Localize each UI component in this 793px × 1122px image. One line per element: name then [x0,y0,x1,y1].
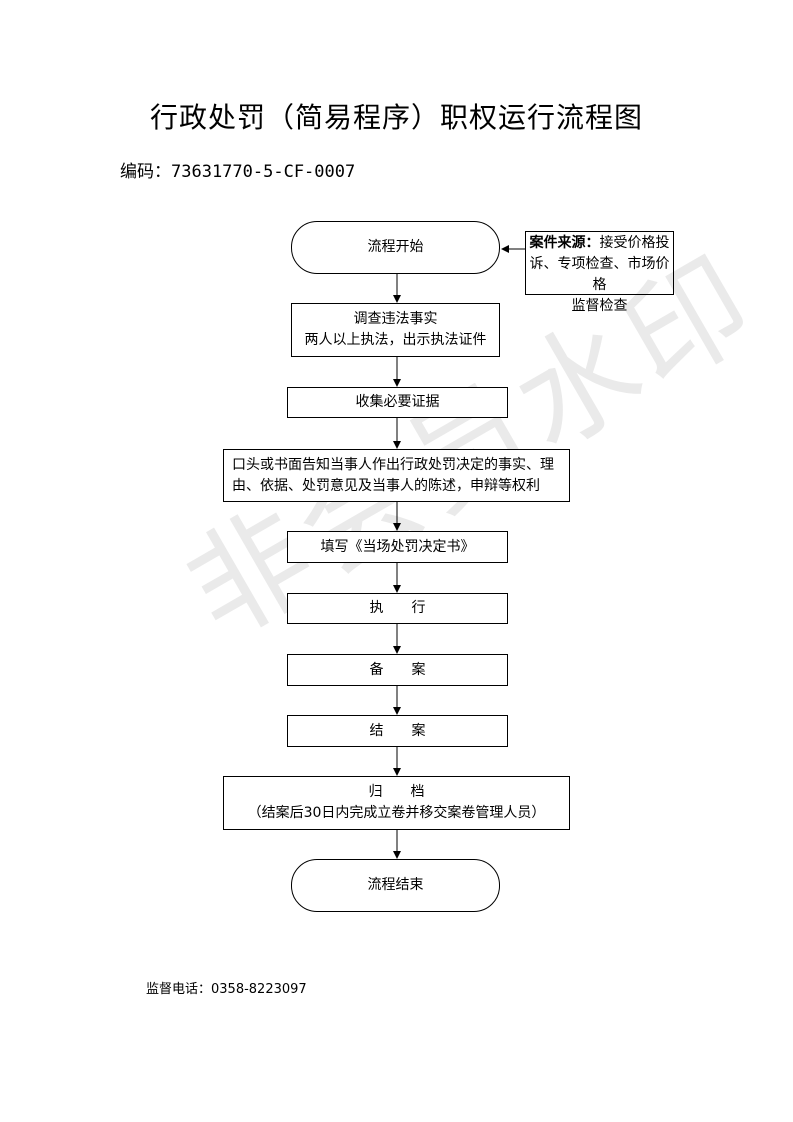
step-archive-line-1: 归 档 [368,784,425,800]
supervision-phone: 监督电话：0358-8223097 [146,982,307,997]
step-close-case-label: 结 案 [369,722,426,739]
step-archive: 归 档 （结案后30日内完成立卷并移交案卷管理人员） [223,776,570,830]
step-collect-evidence-label: 收集必要证据 [355,394,440,410]
step-execute: 执 行 [287,593,508,624]
step-investigate-line-2: 两人以上执法，出示执法证件 [304,332,487,348]
step-end: 流程结束 [291,859,500,912]
case-source-text-2: 诉、专项检查、市场价格 [529,256,670,293]
step-start: 流程开始 [291,221,500,274]
step-close-case: 结 案 [287,715,508,747]
step-execute-label: 执 行 [369,600,426,616]
document-code: 编码：73631770-5-CF-0007 [120,157,355,182]
step-notify: 口头或书面告知当事人作出行政处罚决定的事实、理 由、依据、处罚意见及当事人的陈述… [223,449,570,502]
step-archive-line-2: （结案后30日内完成立卷并移交案卷管理人员） [247,805,546,821]
document-code-value: 73631770-5-CF-0007 [171,162,356,182]
step-record: 备 案 [287,654,508,686]
case-source-label: 案件来源： [529,235,600,251]
step-investigate: 调查违法事实 两人以上执法，出示执法证件 [291,303,500,357]
step-end-label: 流程结束 [367,877,424,893]
case-source-text-3: 监督检查 [571,298,628,314]
step-notify-line-2: 由、依据、处罚意见及当事人的陈述，申辩等权利 [232,477,540,494]
step-collect-evidence: 收集必要证据 [287,387,508,418]
step-fill-decision-label: 填写《当场处罚决定书》 [320,538,475,555]
document-code-label: 编码： [120,162,171,182]
step-fill-decision: 填写《当场处罚决定书》 [287,531,508,563]
case-source-text-1: 接受价格投 [599,235,670,251]
page-title: 行政处罚（简易程序）职权运行流程图 [149,101,643,134]
step-notify-line-1: 口头或书面告知当事人作出行政处罚决定的事实、理 [232,456,554,473]
step-record-label: 备 案 [369,661,426,678]
step-start-label: 流程开始 [367,239,424,255]
case-source-box: 案件来源：接受价格投 诉、专项检查、市场价格 监督检查 [525,231,674,314]
step-investigate-line-1: 调查违法事实 [353,311,438,327]
